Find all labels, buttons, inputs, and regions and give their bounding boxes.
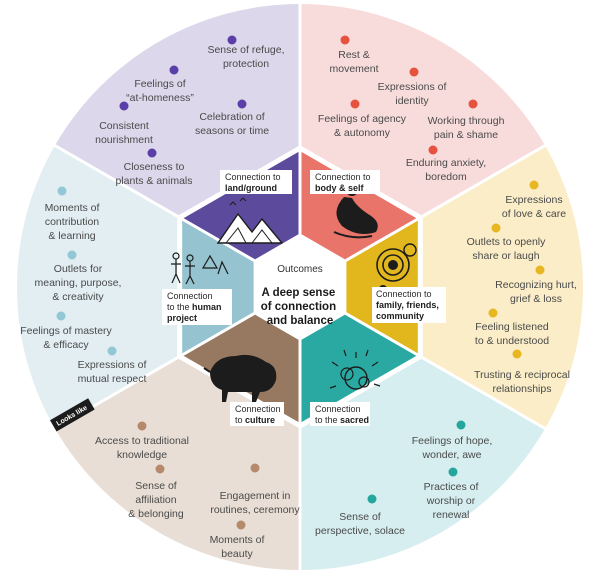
item-dot-culture-1 xyxy=(137,421,147,431)
item-dot-land-5 xyxy=(147,148,157,158)
item-dot-culture-3 xyxy=(250,463,260,473)
item-dot-land-4 xyxy=(237,99,247,109)
svg-text:body & self: body & self xyxy=(315,183,365,193)
svg-text:to the sacred: to the sacred xyxy=(315,415,369,425)
svg-text:Connection to: Connection to xyxy=(376,289,432,299)
item-dot-sacred-1 xyxy=(456,420,466,430)
item-dot-family-1 xyxy=(529,180,539,190)
svg-text:family, friends,: family, friends, xyxy=(376,300,439,310)
svg-text:Connection to: Connection to xyxy=(225,172,281,182)
svg-text:to culture: to culture xyxy=(235,415,275,425)
svg-text:to the human: to the human xyxy=(167,302,222,312)
item-dot-body-2 xyxy=(409,67,419,77)
item-family-3: Recognizing hurt,grief & loss xyxy=(495,279,577,305)
hex-caption-land: Connection to land/ground xyxy=(220,170,292,194)
item-dot-family-3 xyxy=(535,265,545,275)
item-dot-culture-4 xyxy=(236,520,246,530)
svg-text:Connection: Connection xyxy=(167,291,213,301)
item-dot-family-5 xyxy=(512,349,522,359)
svg-text:Connection: Connection xyxy=(235,404,281,414)
hex-caption-family: Connection to family, friends, community xyxy=(372,287,446,323)
item-land-1: Sense of refuge,protection xyxy=(207,44,284,70)
ring-sector-human xyxy=(16,145,301,429)
item-body-3: Feelings of agency& autonomy xyxy=(318,113,407,139)
item-land-2: Feelings of“at-homeness” xyxy=(126,78,194,104)
item-body-1: Rest &movement xyxy=(329,49,378,75)
starburst-illustration xyxy=(329,349,381,390)
item-dot-body-5 xyxy=(428,145,438,155)
mountains-illustration xyxy=(216,197,284,244)
item-dot-body-1 xyxy=(340,35,350,45)
item-dot-sacred-2 xyxy=(448,467,458,477)
item-dot-human-2 xyxy=(67,250,77,260)
hex-caption-body: Connection to body & self xyxy=(310,170,380,194)
item-dot-land-2 xyxy=(169,65,179,75)
svg-text:community: community xyxy=(376,311,424,321)
item-dot-human-1 xyxy=(57,186,67,196)
item-dot-human-4 xyxy=(107,346,117,356)
item-dot-land-3 xyxy=(119,101,129,111)
item-dot-family-4 xyxy=(488,308,498,318)
item-dot-body-3 xyxy=(350,99,360,109)
svg-text:land/ground: land/ground xyxy=(225,183,277,193)
item-dot-human-3 xyxy=(56,311,66,321)
item-body-5: Enduring anxiety,boredom xyxy=(406,157,486,183)
hex-caption-culture: Connection to culture xyxy=(230,402,284,426)
item-dot-culture-2 xyxy=(155,464,165,474)
bison-illustration xyxy=(203,354,277,402)
hex-caption-human: Connection to the human project xyxy=(162,289,232,325)
center-outcomes: Outcomes A deep sense of connection and … xyxy=(253,234,347,340)
svg-text:Connection to: Connection to xyxy=(315,172,371,182)
item-dot-family-2 xyxy=(491,223,501,233)
human-figures-illustration xyxy=(171,252,229,285)
svg-text:Connection: Connection xyxy=(315,404,361,414)
item-dot-land-1 xyxy=(227,35,237,45)
item-dot-sacred-3 xyxy=(367,494,377,504)
item-human-3: Feelings of mastery& efficacy xyxy=(20,325,112,351)
svg-text:project: project xyxy=(167,313,197,323)
item-dot-body-4 xyxy=(468,99,478,109)
outer-items: Sense of refuge,protection Feelings of“a… xyxy=(20,35,577,560)
center-title: Outcomes xyxy=(277,264,323,275)
center-main-text: A deep sense of connection and balance xyxy=(261,287,340,327)
item-sacred-1: Feelings of hope,wonder, awe xyxy=(412,435,493,461)
hex-caption-sacred: Connection to the sacred xyxy=(310,402,370,426)
